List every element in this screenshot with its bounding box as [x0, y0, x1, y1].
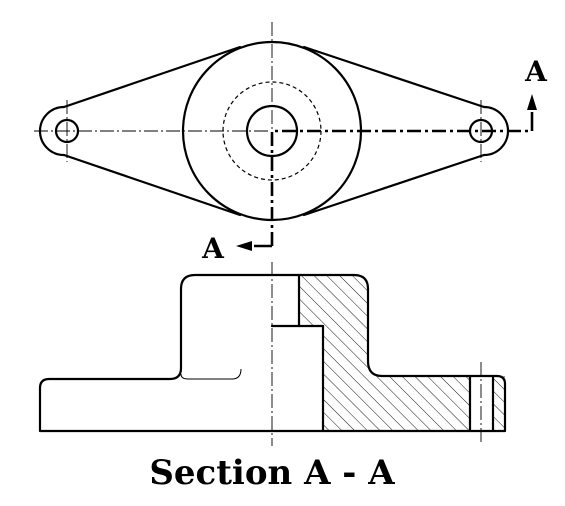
top-view: A A: [34, 22, 548, 265]
flange-edge-bottom-right: [302, 153, 486, 217]
left-lug-hole: [54, 118, 80, 144]
hatch-upper-wall: [299, 275, 470, 431]
central-hole: [245, 104, 299, 158]
arrow-up-icon: [527, 94, 537, 110]
cutting-plane-label-bottom: A: [201, 232, 225, 265]
hatch-right-flange: [493, 376, 505, 431]
flange-edge-bottom-left: [62, 153, 242, 217]
cutting-plane-line: [270, 129, 532, 246]
cutting-plane-label-top: A: [524, 55, 548, 88]
section-caption: Section A - A: [149, 453, 395, 493]
flange-edge-top-right: [302, 45, 486, 109]
section-outline: [38, 273, 507, 433]
section-view: [38, 262, 507, 446]
flange-edge-top-left: [62, 45, 242, 109]
left-lug-arc: [38, 105, 66, 157]
tangent-edge: [180, 368, 242, 380]
arrow-left-icon: [236, 241, 252, 251]
